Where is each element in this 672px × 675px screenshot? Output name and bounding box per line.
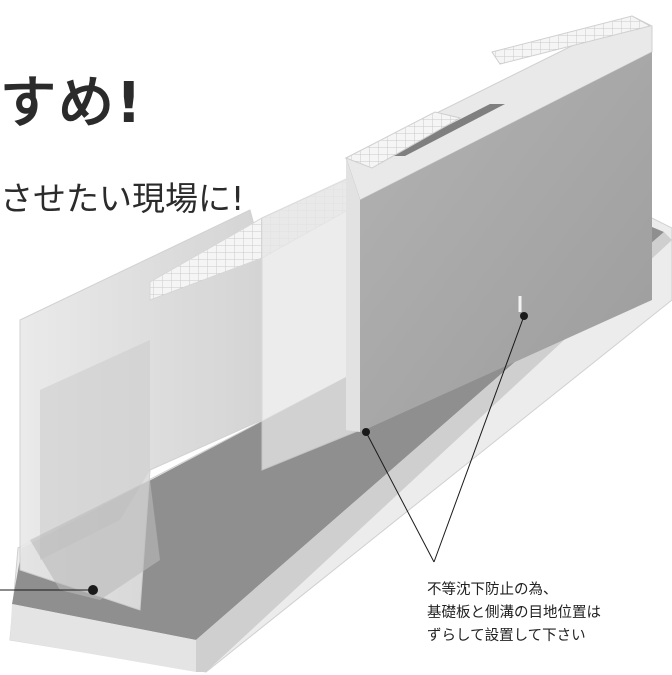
main-end-face — [346, 158, 360, 432]
main-inner-opening — [388, 104, 505, 156]
leader-to-slab-joint — [365, 431, 435, 563]
main-side-wall — [360, 52, 652, 432]
headline: すめ! — [0, 71, 144, 136]
ghost-channel-unit — [19, 177, 361, 611]
ghost-divider-wall — [261, 177, 361, 471]
leader-lines — [0, 315, 525, 591]
callout-note: 不等沈下防止の為、 基礎板と側溝の目地位置は ずらして設置して下さい — [427, 579, 601, 648]
subheadline: させたい現場に! — [0, 179, 245, 218]
callout-line-1: 不等沈下防止の為、 — [427, 582, 558, 598]
main-grating-back — [491, 15, 652, 65]
ghost-channel-trough — [30, 480, 160, 600]
main-grating-front — [344, 111, 462, 169]
leader-to-channel-joint — [433, 315, 525, 563]
callout-line-2: 基礎板と側溝の目地位置は — [427, 605, 601, 621]
callout-line-3: ずらして設置して下さい — [427, 628, 586, 644]
main-channel-unit — [344, 15, 653, 432]
slab-front-face — [10, 604, 196, 672]
